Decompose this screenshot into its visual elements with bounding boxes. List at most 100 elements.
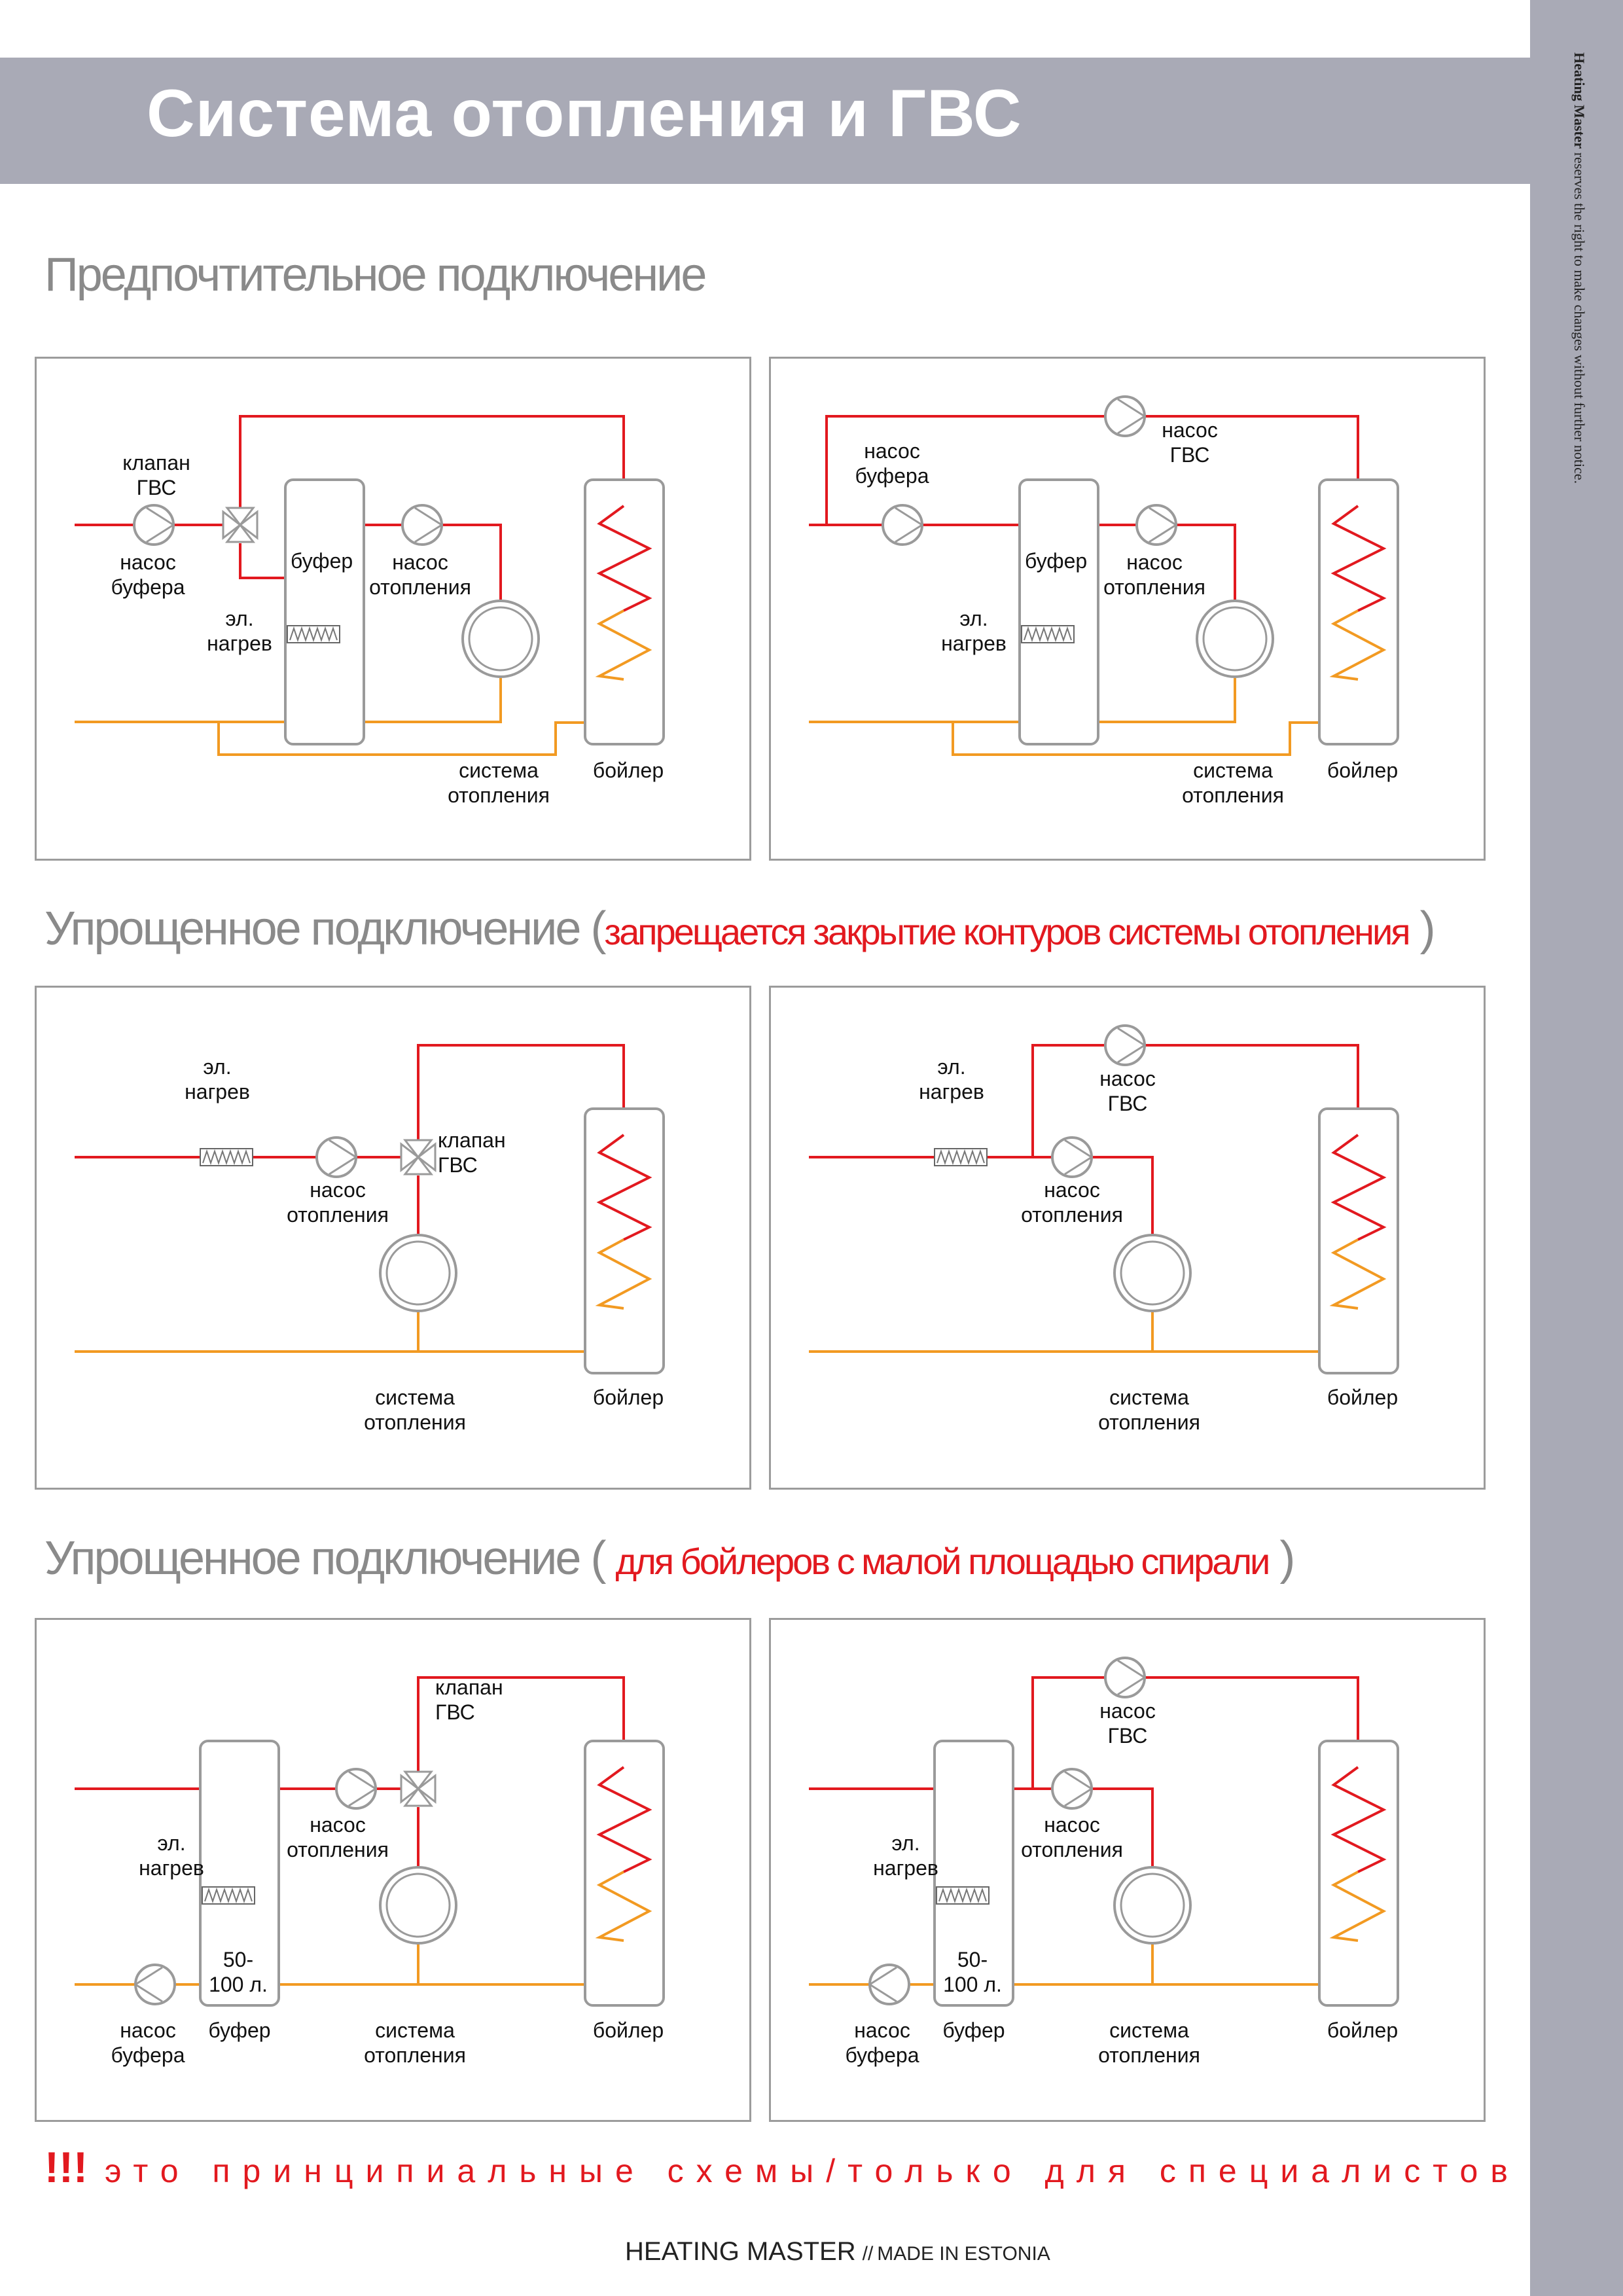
diagram-panel-1a: клапан ГВС насос буфера буфер насос отоп…: [35, 357, 751, 861]
heating-system-inner: [385, 1873, 451, 1938]
pump-icon-stroke: [329, 1156, 357, 1175]
pump-icon-stroke: [1117, 415, 1145, 435]
label-pump-buffer-2: буфера: [111, 2043, 185, 2067]
pipe-hot: [1093, 1787, 1154, 1869]
pipe-return: [279, 1941, 625, 1986]
disclaimer-note: Heating Master reserves the right to mak…: [1568, 52, 1588, 484]
boiler-coil-hot: [1330, 1766, 1387, 1873]
pipe-hot: [1145, 415, 1359, 506]
label-boiler: бойлер: [593, 2018, 664, 2042]
pipe-hot: [1093, 1156, 1154, 1236]
label-boiler: бойлер: [593, 759, 664, 782]
section-title-text: Упрощенное подключение (: [45, 1532, 616, 1585]
buffer-tank: [199, 1740, 280, 2007]
pump-icon-stroke: [1117, 1659, 1145, 1679]
label-pump-dhw-1: насос: [1099, 1067, 1156, 1090]
disclaimer-brand: Heating Master: [1571, 52, 1588, 149]
boiler-coil-hot: [1330, 505, 1387, 612]
label-pump-heating-2: отопления: [287, 1203, 389, 1227]
label-pump-heating-1: насос: [1126, 550, 1183, 574]
pump-icon: [882, 504, 923, 546]
label-pump-buffer-2: буфера: [855, 464, 929, 488]
diagram-buffer-valve: клапан ГВС насос буфера буфер насос отоп…: [75, 415, 665, 807]
label-pump-buffer-1: насос: [120, 2018, 176, 2042]
boiler-coil-return: [1329, 1871, 1387, 1942]
section-title-close: ): [1408, 903, 1436, 955]
pipe-hot: [417, 1676, 625, 1772]
diagram-buffer-dhw-pump: насос ГВС насос буфера буфер насос отопл…: [809, 395, 1399, 807]
diagram-direct-dhw-pump: эл. нагрев насос ГВС насос отопления сис…: [809, 1024, 1399, 1434]
pump-icon: [315, 1136, 357, 1178]
boiler-tank: [1318, 1107, 1399, 1374]
label-pump-dhw-1: насос: [1162, 418, 1218, 442]
heating-system-circle: [461, 600, 540, 678]
pump-icon-stroke: [1117, 1027, 1145, 1047]
label-el-heat-2: нагрев: [941, 632, 1007, 655]
pipe-hot: [1177, 524, 1236, 600]
boiler-coil-hot: [596, 1766, 652, 1873]
footer: HEATING MASTER//MADE IN ESTONIA: [625, 2238, 1050, 2265]
label-pump-heating-2: отопления: [1021, 1838, 1123, 1861]
valve-icon: [222, 509, 242, 541]
pump-icon: [868, 1964, 910, 2005]
pump-icon-stroke: [1117, 1044, 1145, 1064]
diagram-panel-3b: насос ГВС насос отопления эл. нагрев 50-…: [769, 1618, 1486, 2122]
heating-element-coil: [204, 1887, 253, 1904]
label-heating-system-1: система: [459, 759, 539, 782]
pump-icon-stroke: [869, 1966, 897, 1986]
label-pump-heating-1: насос: [1044, 1813, 1100, 1837]
label-heating-system-1: система: [1109, 1386, 1189, 1409]
pump-icon-stroke: [1117, 1676, 1145, 1696]
label-heating-system-2: отопления: [1098, 2043, 1200, 2067]
boiler-tank: [1318, 478, 1399, 745]
buffer-tank: [933, 1740, 1014, 2007]
label-el-heat-1: эл.: [203, 1055, 231, 1079]
boiler-coil-return: [595, 1238, 652, 1310]
valve-icon: [416, 1141, 437, 1173]
pipe-return: [1098, 678, 1236, 723]
boiler-coil-hot: [596, 1134, 652, 1241]
pump-icon: [1051, 1136, 1093, 1178]
disclaimer-text: reserves the right to make changes witho…: [1571, 152, 1588, 484]
pipe-hot: [1145, 1044, 1359, 1135]
label-boiler: бойлер: [1327, 1386, 1398, 1409]
label-pump-dhw-1: насос: [1099, 1699, 1156, 1723]
label-heating-system-1: система: [375, 1386, 455, 1409]
pipe-return: [1013, 1941, 1359, 1986]
section-title-text: Упрощенное подключение (: [45, 903, 606, 955]
label-pump-heating-2: отопления: [1103, 575, 1205, 599]
boiler-tank: [584, 1107, 665, 1374]
pipe-return: [75, 1308, 625, 1353]
heating-system-circle: [1196, 600, 1274, 678]
label-buffer-volume-2: 100 л.: [943, 1973, 1002, 1996]
label-pump-dhw-2: ГВС: [1108, 1724, 1148, 1748]
pump-icon-stroke: [348, 1787, 376, 1807]
boiler-coil-return: [1329, 609, 1387, 681]
valve-icon: [402, 1770, 434, 1791]
label-heating-system-2: отопления: [448, 783, 550, 807]
pump-icon-stroke: [135, 1983, 163, 2003]
valve-icon: [238, 509, 259, 541]
label-buffer-volume-1: 50-: [957, 1948, 988, 1971]
pipe-hot: [442, 524, 502, 600]
pipe-hot: [417, 1044, 625, 1139]
label-valve-dhw-1: клапан: [122, 451, 190, 475]
pump-icon: [335, 1768, 377, 1810]
label-valve-dhw-2: ГВС: [435, 1700, 475, 1724]
buffer-tank: [1018, 478, 1099, 745]
boiler-tank: [1318, 1740, 1399, 2007]
diagram-small-buffer-dhw-pump: насос ГВС насос отопления эл. нагрев 50-…: [809, 1657, 1399, 2067]
section-title-simplified-small-coil: Упрощенное подключение ( для бойлеров с …: [45, 1532, 1295, 1585]
diagram-panel-1b: насос ГВС насос буфера буфер насос отопл…: [769, 357, 1486, 861]
label-pump-heating-1: насос: [310, 1813, 366, 1837]
pump-icon-stroke: [329, 1139, 357, 1158]
diagram-direct-valve: эл. нагрев клапан ГВС насос отопления си…: [75, 1044, 665, 1434]
pump-icon: [133, 504, 175, 546]
pipe-return: [364, 678, 502, 723]
label-buffer-volume-2: 100 л.: [209, 1973, 268, 1996]
valve-icon: [400, 1773, 420, 1804]
heating-system-circle: [379, 1866, 457, 1945]
diagram-panel-2a: эл. нагрев клапан ГВС насос отопления си…: [35, 986, 751, 1490]
pump-icon-stroke: [146, 524, 174, 543]
footer-origin: MADE IN ESTONIA: [877, 2243, 1050, 2265]
